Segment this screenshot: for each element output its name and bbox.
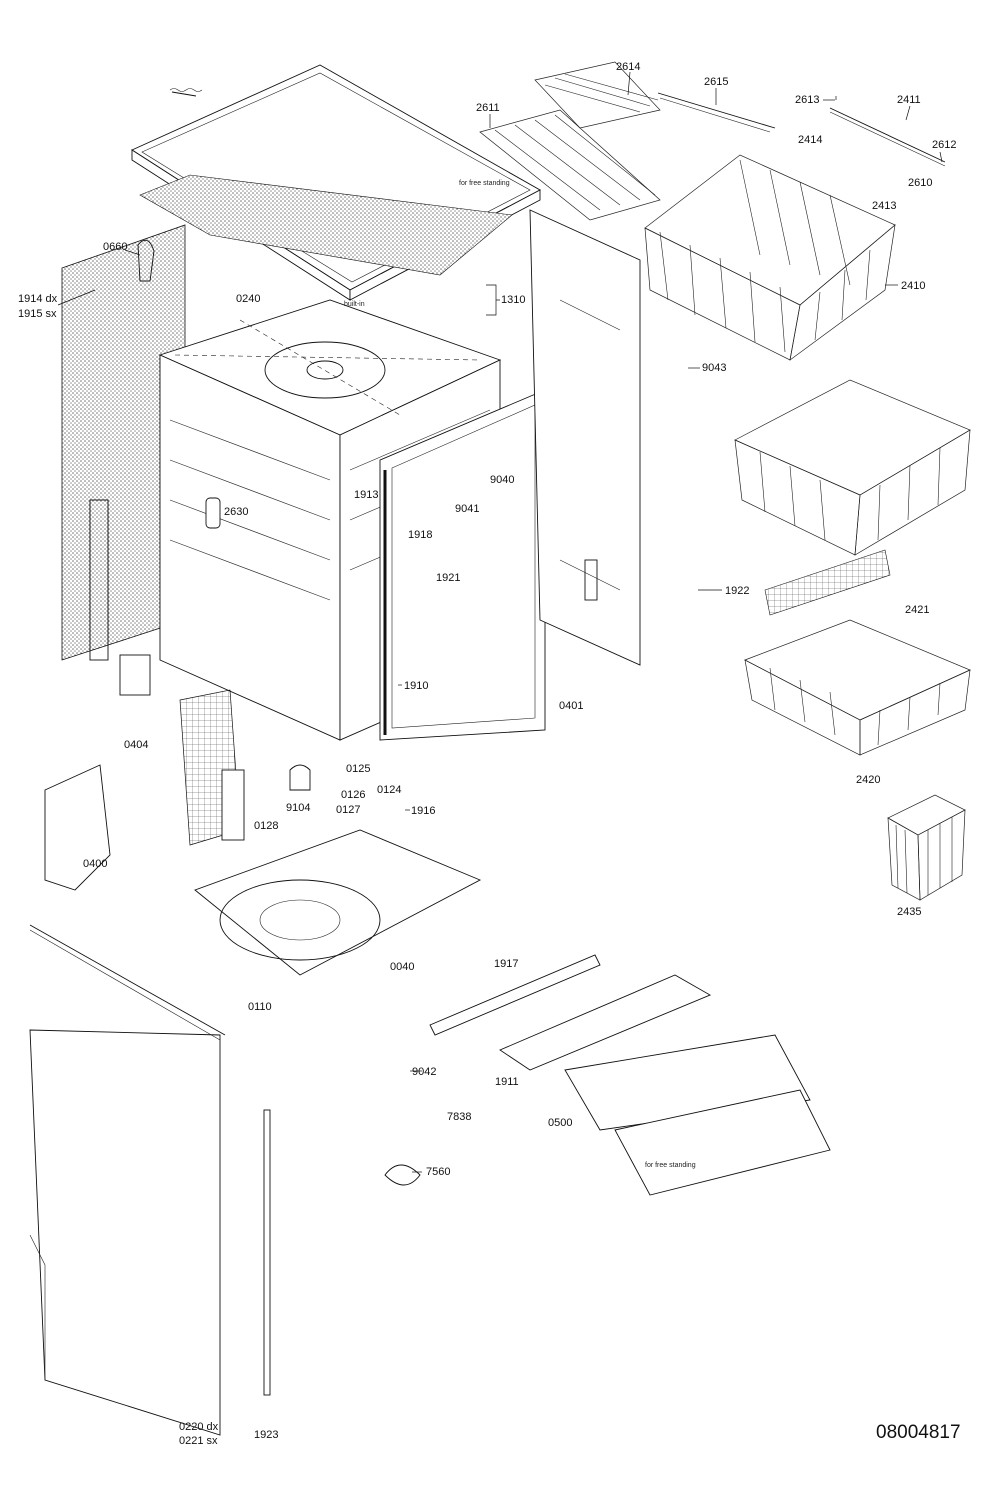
label-2411: 2411 — [897, 94, 921, 106]
label-1923: 1923 — [254, 1429, 278, 1441]
label-1914: 1914 dx — [18, 293, 58, 305]
cutlery-basket — [887, 794, 966, 901]
label-2615: 2615 — [704, 76, 728, 88]
label-9104: 9104 — [286, 802, 310, 814]
label-9040: 9040 — [490, 474, 514, 486]
label-2420: 2420 — [856, 774, 880, 786]
label-1918: 1918 — [408, 529, 432, 541]
label-0404: 0404 — [124, 739, 148, 751]
label-0660: 0660 — [103, 241, 127, 253]
lower-basket — [744, 549, 971, 756]
label-2612: 2612 — [932, 139, 956, 151]
upper-tray-2611 — [479, 109, 661, 221]
label-0040: 0040 — [390, 961, 414, 973]
note-free-standing-top: for free standing — [459, 180, 510, 187]
upper-basket — [644, 154, 896, 361]
label-2413: 2413 — [872, 200, 896, 212]
label-9043: 9043 — [702, 362, 726, 374]
label-0128: 0128 — [254, 820, 278, 832]
label-2414: 2414 — [798, 134, 822, 146]
hinge-bracket — [44, 499, 151, 891]
label-2610: 2610 — [908, 177, 932, 189]
base-sump — [179, 689, 482, 976]
label-7838: 7838 — [447, 1111, 471, 1123]
label-0125: 0125 — [346, 763, 370, 775]
part-labels: 2614 2615 2611 2613 2411 2414 2612 2610 … — [18, 61, 956, 1447]
label-1310: 1310 — [501, 294, 525, 306]
tub-cabinet — [158, 299, 546, 741]
label-0400: 0400 — [83, 858, 107, 870]
leader-lines — [57, 71, 943, 1173]
label-2614: 2614 — [616, 61, 640, 73]
label-9042: 9042 — [412, 1066, 436, 1078]
label-2630: 2630 — [224, 506, 248, 518]
label-2435: 2435 — [897, 906, 921, 918]
label-1922: 1922 — [725, 585, 749, 597]
label-1916: 1916 — [411, 805, 435, 817]
label-2421: 2421 — [905, 604, 929, 616]
tray-2615 — [657, 92, 776, 133]
label-1915: 1915 sx — [18, 308, 57, 320]
door-panel — [29, 924, 271, 1436]
upper-tray-2614 — [534, 61, 661, 129]
label-2410: 2410 — [901, 280, 925, 292]
label-9041: 9041 — [455, 503, 479, 515]
label-2611: 2611 — [476, 102, 500, 114]
label-1910: 1910 — [404, 680, 428, 692]
label-0500: 0500 — [548, 1117, 572, 1129]
plinth — [384, 954, 831, 1196]
worktop-panel — [131, 64, 541, 301]
label-0221: 0221 sx — [179, 1435, 218, 1447]
middle-basket — [734, 379, 971, 556]
label-0126: 0126 — [341, 789, 365, 801]
note-built-in: built-in — [344, 301, 365, 308]
right-side-panel — [529, 209, 641, 666]
document-number: 08004817 — [876, 1422, 961, 1443]
label-1913: 1913 — [354, 489, 378, 501]
label-0124: 0124 — [377, 784, 401, 796]
label-0127: 0127 — [336, 804, 360, 816]
label-1917: 1917 — [494, 958, 518, 970]
label-2613: 2613 — [795, 94, 819, 106]
label-7560: 7560 — [426, 1166, 450, 1178]
label-0110: 0110 — [248, 1001, 272, 1013]
rail-2613 — [829, 107, 946, 167]
label-1921: 1921 — [436, 572, 460, 584]
label-0220: 0220 dx — [179, 1421, 219, 1433]
label-1911: 1911 — [495, 1076, 519, 1088]
note-free-standing-plinth: for free standing — [645, 1162, 696, 1169]
label-0240: 0240 — [236, 293, 260, 305]
label-0401: 0401 — [559, 700, 583, 712]
